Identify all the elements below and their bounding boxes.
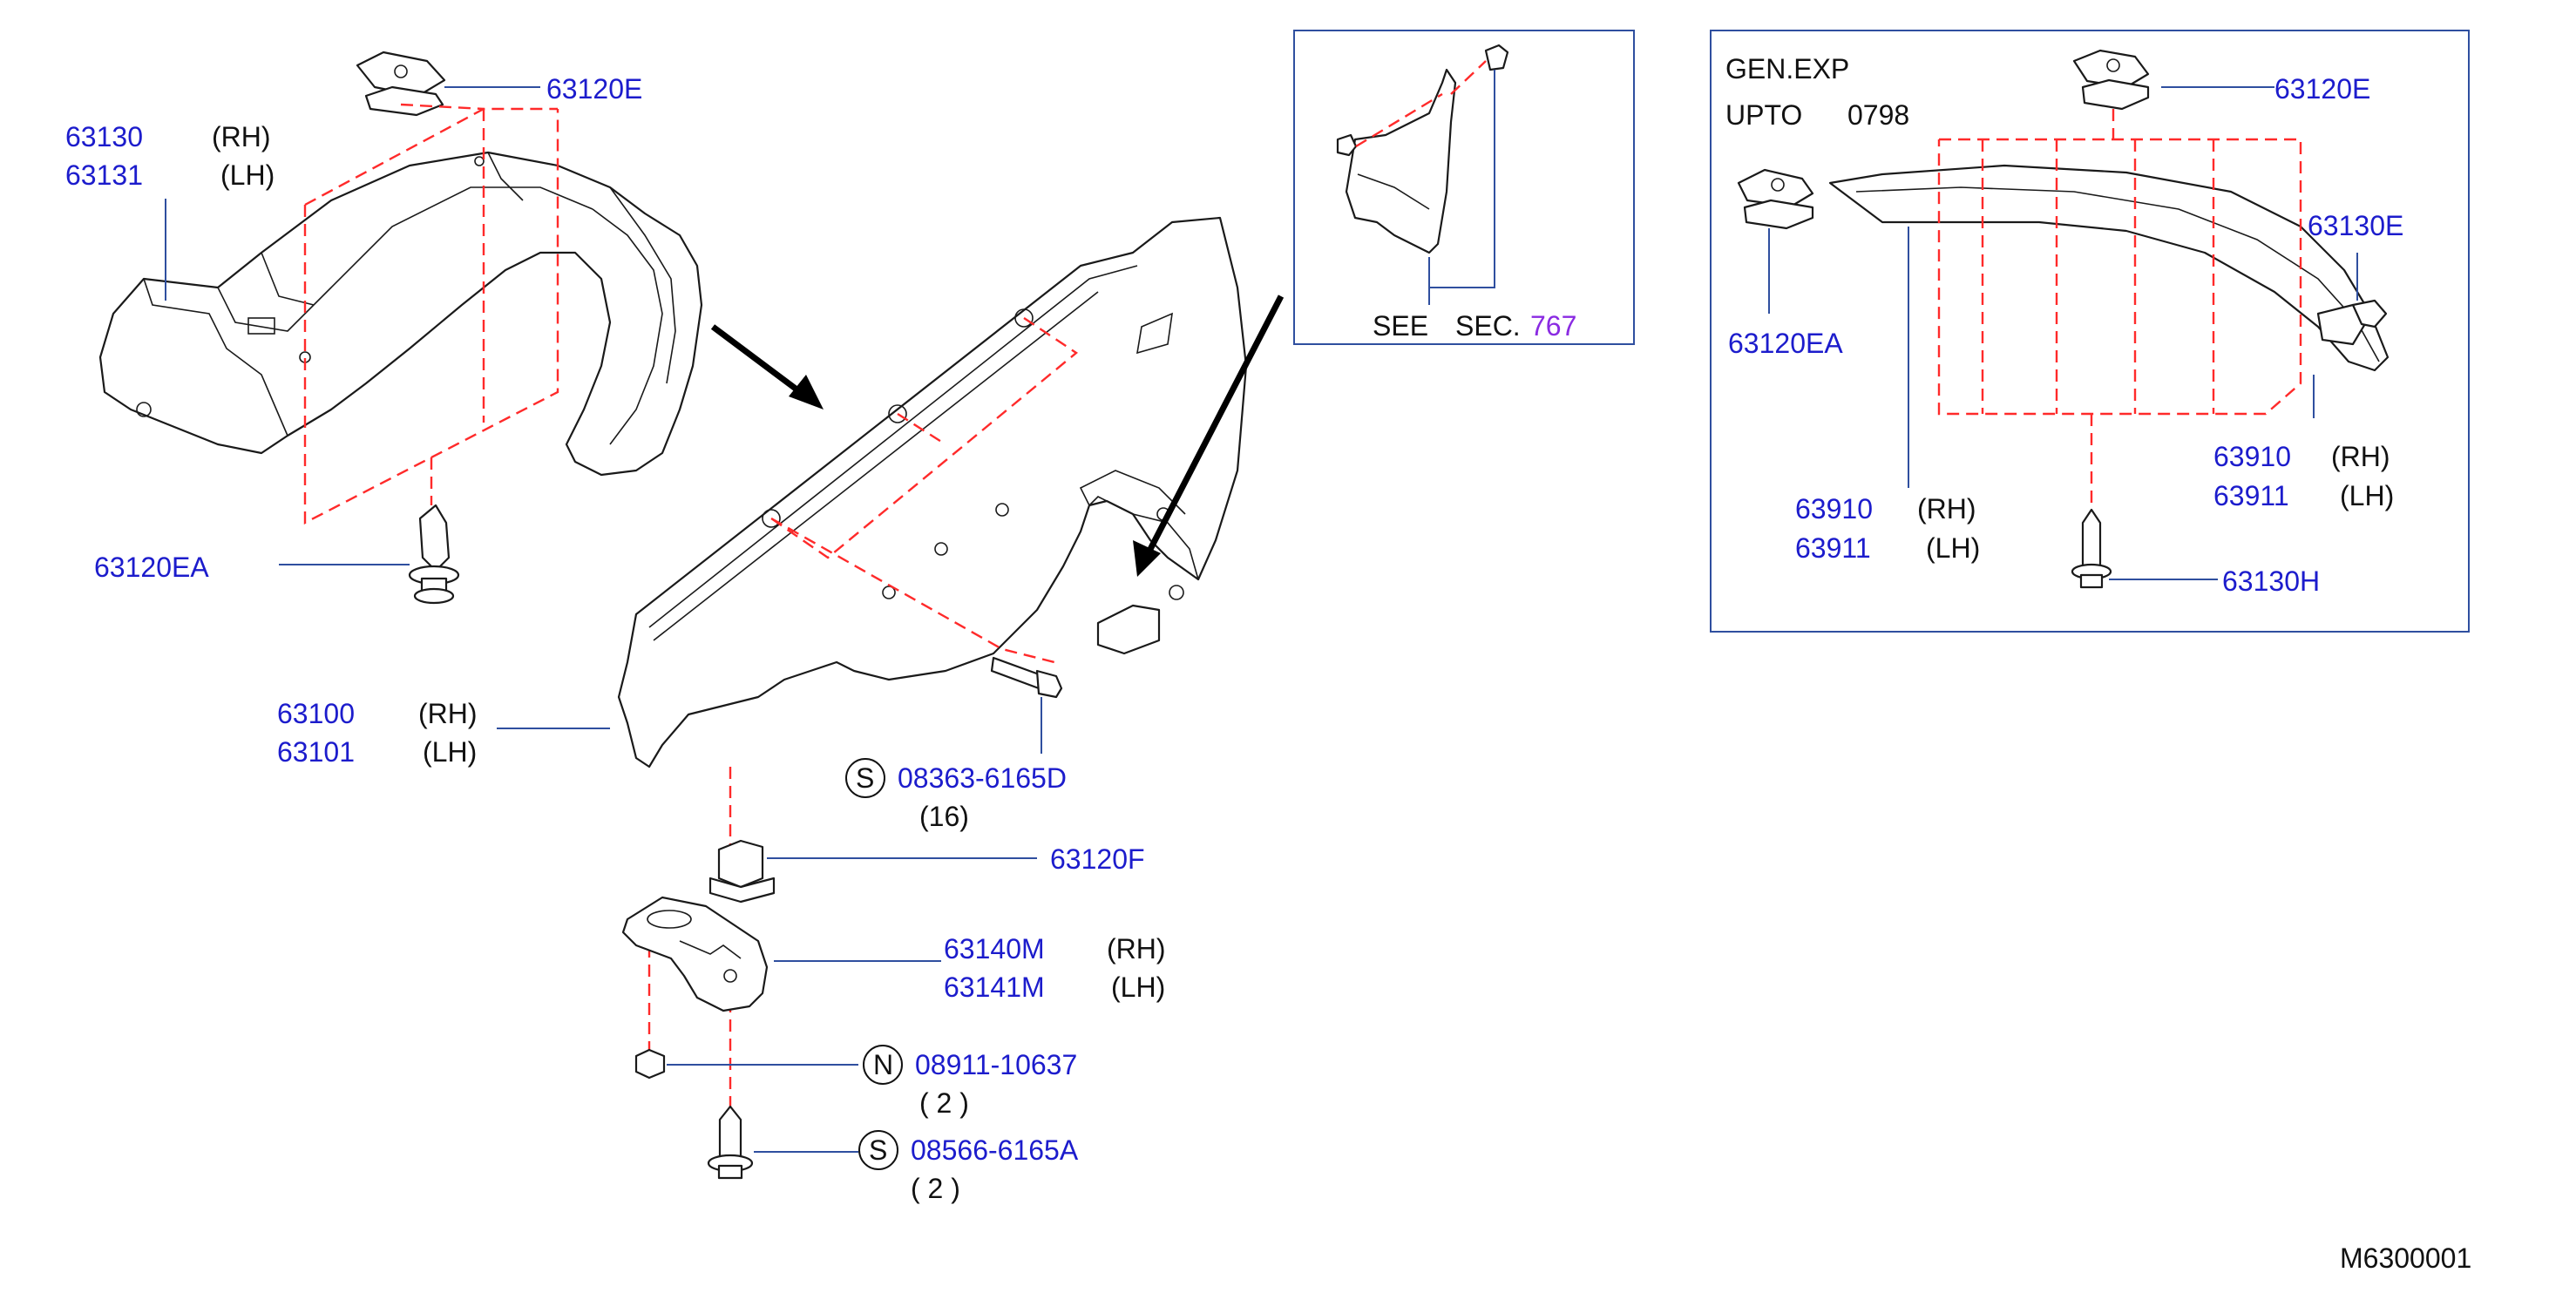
label-08363: 08363-6165D (898, 762, 1067, 794)
label-63130e: 63130E (2308, 210, 2403, 241)
nut-08911-drawing (634, 1048, 666, 1080)
label-63910-left-rh: (RH) (1917, 493, 1976, 525)
label-63911-left: 63911 (1795, 532, 1871, 564)
label-63140m-rh: (RH) (1107, 933, 1166, 965)
label-63131: 63131 (65, 159, 143, 191)
label-63911-left-lh: (LH) (1926, 532, 1980, 564)
sec-number: 767 (1530, 310, 1576, 342)
label-63130h: 63130H (2222, 565, 2320, 597)
label-63911-right-lh: (LH) (2340, 480, 2394, 511)
leader-lines (165, 86, 1042, 1153)
fender-protector-drawing (98, 151, 703, 477)
screw-08566-drawing (707, 1105, 754, 1180)
dashed-guides-fender (647, 317, 1079, 1141)
part-labels: 63130 (RH) 63131 (LH) 63120E 63120EA 631… (65, 53, 2471, 1274)
s-circle-icon (845, 758, 885, 798)
label-08566: 08566-6165A (911, 1134, 1079, 1166)
label-08911: 08911-10637 (915, 1049, 1077, 1080)
upto-text: UPTO (1725, 99, 1802, 131)
label-63120ea-left: 63120EA (94, 552, 209, 583)
fastener-63120ea-drawing (408, 504, 460, 605)
clip-63120e-drawing (356, 51, 446, 117)
label-63101: 63101 (277, 736, 355, 768)
bracket-63140m-drawing (621, 896, 769, 1012)
upto-value: 0798 (1847, 99, 1909, 131)
gen-exp-box (1710, 30, 2470, 633)
label-63130: 63130 (65, 121, 143, 152)
n-circle-letter: N (873, 1049, 893, 1080)
diagram-reference: M6300001 (2340, 1242, 2471, 1274)
label-63120f: 63120F (1050, 843, 1145, 875)
n-circle-icon (863, 1045, 903, 1085)
label-63120ea-box: 63120EA (1728, 328, 1843, 359)
label-63141m: 63141M (944, 971, 1045, 1003)
gen-exp-title: GEN.EXP (1725, 53, 1849, 85)
fender-drawing (617, 216, 1248, 768)
label-63101-lh: (LH) (423, 736, 477, 768)
label-63140m: 63140M (944, 933, 1045, 965)
s-circle-icon-2 (858, 1130, 898, 1170)
label-63910-right: 63910 (2213, 441, 2291, 472)
label-63910-left: 63910 (1795, 493, 1873, 525)
see-text: SEE (1373, 310, 1428, 342)
label-63910-right-rh: (RH) (2331, 441, 2390, 472)
s-circle-letter: S (856, 762, 874, 794)
label-63131-lh: (LH) (220, 159, 275, 191)
qty-2a: ( 2 ) (919, 1087, 969, 1119)
label-63911-right: 63911 (2213, 480, 2289, 511)
label-63100-rh: (RH) (418, 698, 478, 729)
label-63120e-top: 63120E (546, 73, 642, 105)
label-63130-rh: (RH) (212, 121, 271, 152)
s-circle-letter-2: S (869, 1134, 887, 1166)
sec-text: SEC. (1455, 310, 1521, 342)
clip-63120f-drawing (708, 839, 776, 904)
pointer-arrows (710, 294, 1285, 577)
label-63100: 63100 (277, 698, 355, 729)
bolt-08363-drawing (990, 656, 1063, 699)
dashed-guides-protector (303, 103, 559, 525)
see-section-box (1293, 30, 1635, 345)
label-63141m-lh: (LH) (1111, 971, 1165, 1003)
qty-16: (16) (919, 801, 969, 832)
label-63120e-box: 63120E (2274, 73, 2370, 105)
qty-2b: ( 2 ) (911, 1173, 960, 1204)
